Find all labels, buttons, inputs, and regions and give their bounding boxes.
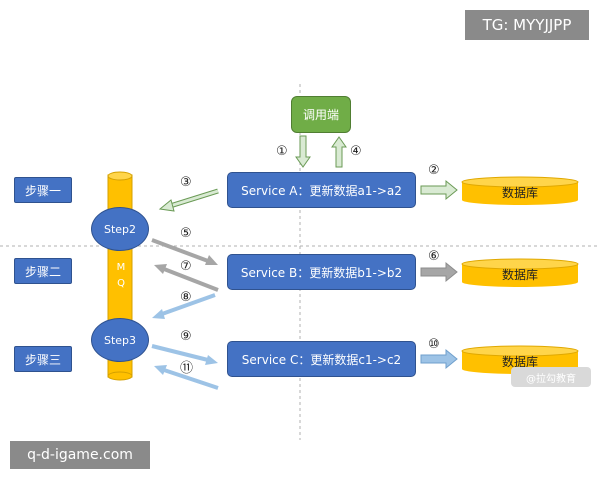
step2-node: Step2	[91, 207, 149, 251]
database-1-label: 数据库	[501, 186, 538, 200]
num-4: ④	[350, 144, 362, 159]
service-a-box: Service A：更新数据a1->a2	[227, 172, 416, 208]
database-3-label: 数据库	[501, 355, 538, 369]
num-1: ①	[276, 144, 288, 159]
arrow-5-head	[205, 255, 218, 265]
arrow-11-head	[154, 365, 167, 375]
step3-node: Step3	[91, 318, 149, 362]
caller-box: 调用端	[291, 96, 351, 133]
database-1	[461, 176, 579, 205]
step-label-1: 步骤一	[14, 177, 72, 203]
arrow-9-head	[205, 355, 218, 365]
arrow-1	[295, 135, 311, 168]
num-9: ⑨	[180, 329, 192, 344]
num-8: ⑧	[180, 290, 192, 305]
num-10: ⑩	[428, 337, 440, 352]
num-2: ②	[428, 163, 440, 178]
service-b-box: Service B：更新数据b1->b2	[227, 254, 416, 290]
arrow-9-shaft	[151, 344, 209, 362]
bottom-tag: q-d-igame.com	[10, 441, 150, 469]
arrow-7-head	[154, 264, 167, 274]
mq-label-m: M	[116, 262, 126, 273]
arrow-10	[420, 348, 458, 370]
step-label-2: 步骤二	[14, 258, 72, 284]
arrow-5-shaft	[151, 238, 209, 263]
arrow-7-shaft	[163, 267, 219, 292]
num-11: ⑪	[180, 361, 194, 376]
arrow-6	[420, 261, 458, 283]
watermark: @拉勾教育	[511, 367, 591, 387]
database-2-label: 数据库	[501, 268, 538, 282]
service-c-box: Service C：更新数据c1->c2	[227, 341, 416, 377]
num-6: ⑥	[428, 249, 440, 264]
arrow-2	[420, 179, 458, 201]
arrow-3-head	[158, 199, 175, 212]
top-tag: TG: MYYJJPP	[465, 10, 589, 40]
num-7: ⑦	[180, 259, 192, 274]
arrow-8-head	[152, 309, 165, 319]
step-label-3: 步骤三	[14, 346, 72, 372]
arrow-8-shaft	[161, 293, 216, 316]
mq-label-q: Q	[117, 278, 125, 289]
arrow-4	[331, 136, 347, 168]
num-3: ③	[180, 175, 192, 190]
database-2	[461, 258, 579, 287]
num-5: ⑤	[180, 226, 192, 241]
arrow-11-shaft	[163, 368, 219, 390]
